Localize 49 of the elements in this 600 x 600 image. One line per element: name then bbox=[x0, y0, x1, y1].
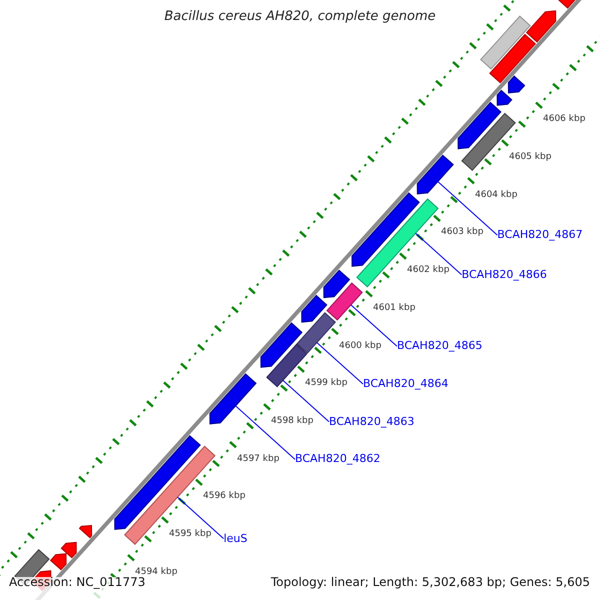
tick-label: 4595 kbp bbox=[169, 529, 212, 540]
gene-label: BCAH820_4866 bbox=[462, 268, 547, 282]
leader-line bbox=[350, 304, 398, 347]
genome-stats-label: Topology: linear; Length: 5,302,683 bp; Genes: 5,605 bbox=[270, 575, 590, 589]
leader-line bbox=[316, 342, 364, 384]
gene-bar bbox=[326, 282, 363, 321]
gene-label: BCAH820_4862 bbox=[295, 452, 380, 466]
tick-label: 4602 kbp bbox=[407, 265, 450, 276]
title: Bacillus cereus AH820, complete genome bbox=[163, 9, 437, 24]
gene-feature bbox=[526, 10, 556, 43]
leader-line bbox=[235, 405, 296, 460]
gene-feature bbox=[209, 373, 257, 424]
gene-label: BCAH820_4863 bbox=[329, 414, 414, 429]
gene-bar bbox=[296, 312, 336, 354]
gene-label: BCAH820_4864 bbox=[363, 377, 448, 391]
gene-bar bbox=[266, 344, 308, 388]
leader-line bbox=[415, 232, 462, 276]
tick-label: 4596 kbp bbox=[203, 491, 246, 502]
tick-label: 4599 kbp bbox=[305, 378, 348, 390]
gene-label: BCAH820_4865 bbox=[397, 339, 482, 354]
leader-line bbox=[177, 496, 224, 540]
gene-feature bbox=[508, 75, 526, 94]
gene-label: BCAH820_4867 bbox=[497, 228, 583, 242]
tick-label: 4604 kbp bbox=[475, 190, 518, 201]
gene-feature bbox=[496, 90, 512, 106]
gene-bar bbox=[489, 34, 536, 84]
tick-label: 4600 kbp bbox=[339, 340, 382, 352]
gene-feature bbox=[458, 102, 502, 150]
tick-label: 4603 kbp bbox=[441, 227, 484, 238]
leader-line bbox=[282, 380, 330, 422]
gene-feature bbox=[260, 322, 303, 368]
gene-feature bbox=[60, 542, 77, 558]
tick-label: 4594 kbp bbox=[135, 566, 178, 577]
gene-bar bbox=[480, 16, 531, 70]
gene-feature bbox=[323, 270, 350, 298]
gene-label: leuS bbox=[224, 532, 248, 546]
gene-feature bbox=[114, 435, 201, 530]
gene-feature bbox=[78, 524, 92, 538]
gene-feature bbox=[352, 192, 420, 267]
tick-label: 4601 kbp bbox=[373, 302, 416, 314]
tick-label: 4597 kbp bbox=[237, 454, 280, 465]
tick-label: 4606 kbp bbox=[543, 114, 586, 126]
gene-feature bbox=[50, 553, 67, 570]
gene-feature bbox=[416, 154, 454, 194]
gene-feature bbox=[301, 294, 328, 323]
tick-label: 4598 kbp bbox=[271, 416, 314, 427]
accession-label: Accession: NC_011773 bbox=[9, 575, 146, 589]
leader-line bbox=[437, 181, 498, 236]
tick-label: 4605 kbp bbox=[509, 152, 552, 163]
